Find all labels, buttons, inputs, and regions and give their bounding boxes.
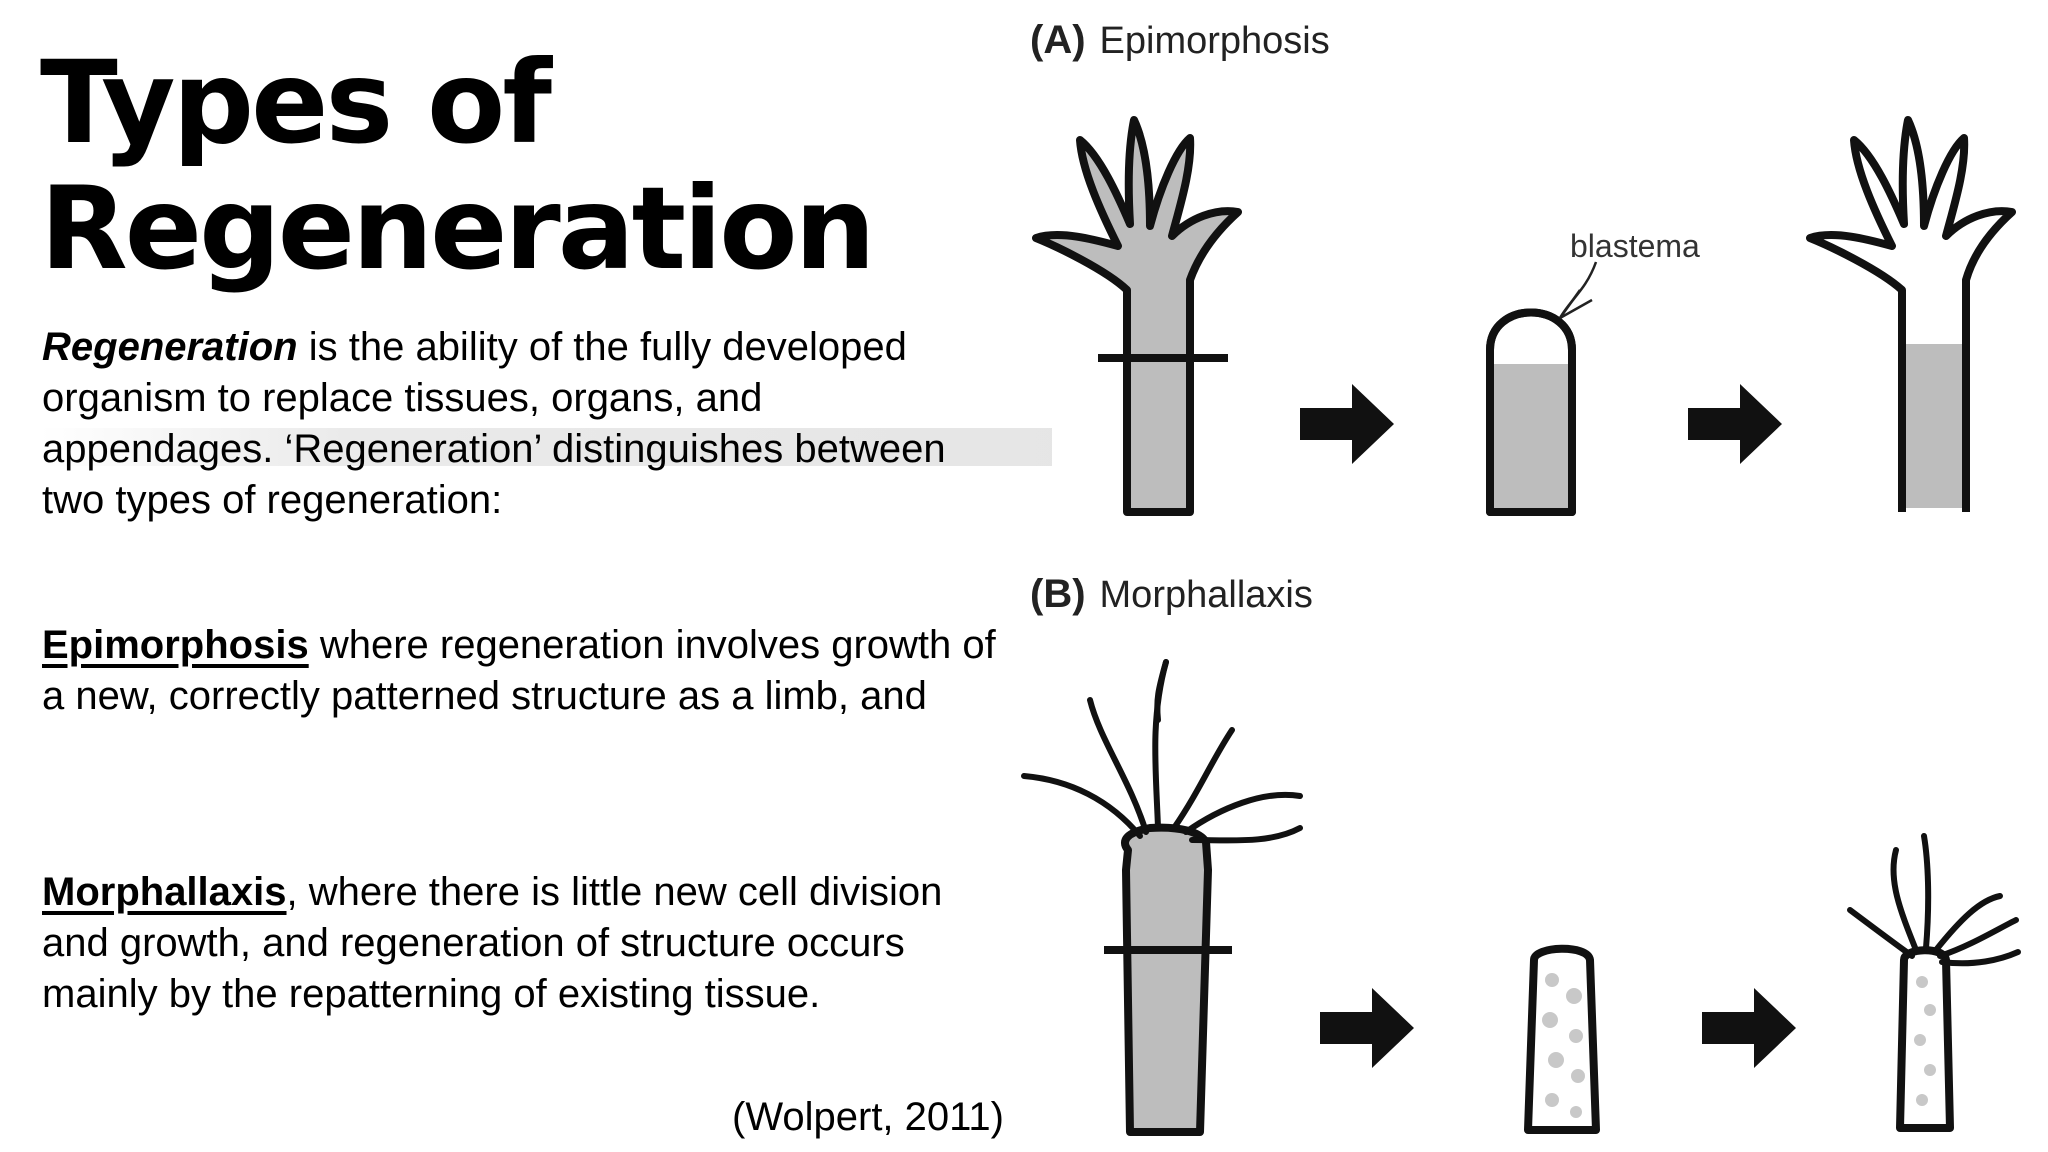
title-line-1: Types of xyxy=(40,36,552,169)
morphallaxis-paragraph: Morphallaxis, where there is little new … xyxy=(42,867,1002,1020)
arrow-right-icon xyxy=(1702,988,1796,1068)
limb-icon xyxy=(1032,116,1242,516)
text-column: Types of Regeneration Regeneration is th… xyxy=(40,40,1052,1140)
panel-b-label: (B) Morphallaxis xyxy=(1030,572,1313,617)
slide-title: Types of Regeneration xyxy=(40,40,1000,292)
panel-b-title: Morphallaxis xyxy=(1099,574,1313,616)
epimorphosis-term: Epimorphosis xyxy=(42,623,309,667)
small-hydra-icon xyxy=(1847,833,2021,1132)
morphallaxis-term: Morphallaxis xyxy=(42,870,287,914)
hydra-fragment-icon xyxy=(1524,944,1600,1134)
epimorphosis-paragraph: Epimorphosis where regeneration involves… xyxy=(42,620,1002,722)
hydra-icon xyxy=(1021,659,1303,1136)
panel-a-label: (A) Epimorphosis xyxy=(1030,18,1330,63)
blastema-stump-icon xyxy=(1486,261,1598,516)
panel-a-letter: (A) xyxy=(1030,18,1086,62)
blastema-label: blastema xyxy=(1570,228,1700,264)
highlight-smudge xyxy=(40,428,1052,466)
panel-b-letter: (B) xyxy=(1030,572,1086,616)
title-line-2: Regeneration xyxy=(40,162,876,295)
arrow-right-icon xyxy=(1688,384,1782,464)
regenerated-limb-icon xyxy=(1806,116,2016,512)
arrow-right-icon xyxy=(1300,384,1394,464)
epimorphosis-text: where regeneration involves growth of a … xyxy=(42,623,996,718)
arrow-right-icon xyxy=(1320,988,1414,1068)
citation: (Wolpert, 2011) xyxy=(732,1095,1004,1139)
intro-paragraph: Regeneration is the ability of the fully… xyxy=(42,322,1002,526)
figure-drawing xyxy=(1021,116,2021,1136)
intro-text: is the ability of the fully developed or… xyxy=(42,325,946,522)
panel-a-title: Epimorphosis xyxy=(1099,20,1330,62)
morphallaxis-text: , where there is little new cell divisio… xyxy=(42,870,943,1016)
regeneration-figure: (A) Epimorphosis (B) Morphallaxis blastema xyxy=(1000,0,2048,1152)
intro-term: Regeneration xyxy=(42,325,298,369)
